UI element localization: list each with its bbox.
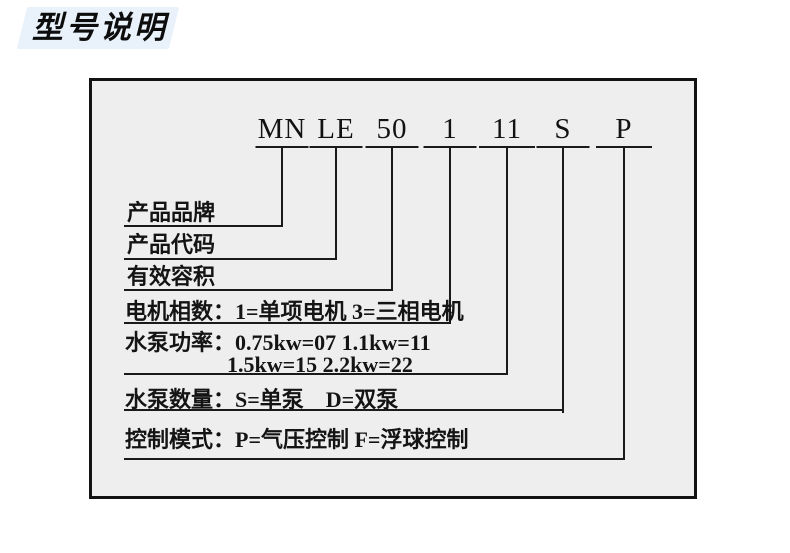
connector-line-horizontal — [124, 225, 283, 227]
model-code-volume: 50 — [376, 113, 408, 145]
label-pump-quantity: 水泵数量：S=单泵 D=双泵 — [125, 387, 399, 412]
label-product-code: 产品代码 — [127, 232, 216, 257]
page-title: 型号说明 — [32, 10, 168, 45]
connector-line-vertical — [281, 146, 283, 227]
label-pump-power-line1: 水泵功率：0.75kw=07 1.1kw=11 — [125, 330, 431, 355]
connector-line-vertical — [335, 146, 337, 260]
model-code-power: 11 — [492, 113, 522, 145]
connector-line-horizontal — [124, 458, 625, 460]
connector-line-vertical — [623, 146, 625, 460]
connector-line-vertical — [449, 146, 451, 324]
connector-line-horizontal — [124, 289, 393, 291]
model-code-pump-count: S — [554, 113, 572, 145]
label-control-mode: 控制模式：P=气压控制 F=浮球控制 — [125, 427, 469, 452]
diagram-frame — [89, 78, 697, 499]
connector-line-horizontal — [124, 373, 508, 375]
connector-line-horizontal — [124, 322, 451, 324]
label-motor-phase: 电机相数：1=单项电机 3=三相电机 — [125, 299, 464, 324]
model-code-phase: 1 — [442, 113, 458, 145]
connector-line-vertical — [562, 146, 564, 413]
model-code-series: LE — [317, 113, 355, 145]
label-effective-volume: 有效容积 — [127, 264, 216, 289]
label-pump-power-line2: 1.5kw=15 2.2kw=22 — [227, 352, 413, 377]
connector-line-horizontal — [124, 409, 564, 411]
model-code-control: P — [615, 113, 633, 145]
connector-line-horizontal — [124, 258, 337, 260]
model-code-brand: MN — [257, 113, 307, 145]
label-product-brand: 产品品牌 — [127, 200, 216, 225]
connector-line-vertical — [506, 146, 508, 375]
connector-line-vertical — [391, 146, 393, 291]
